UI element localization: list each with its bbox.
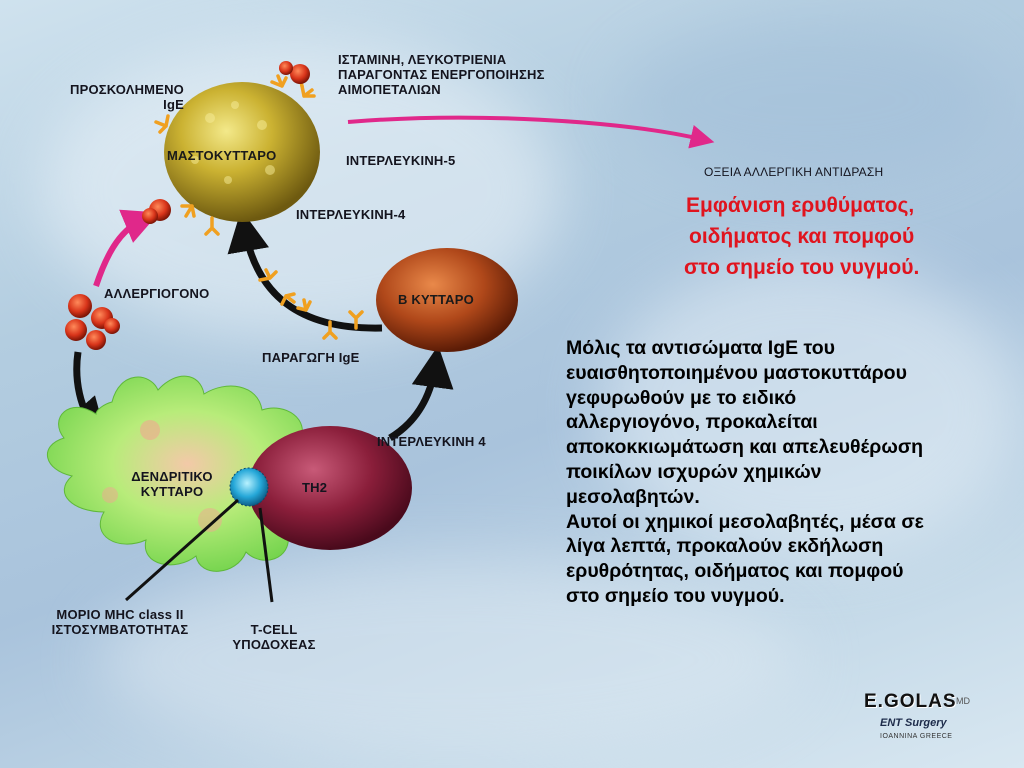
ige-antibody-icons xyxy=(258,268,364,340)
dendritic-cell-label: ΔΕΝΔΡΙΤΙΚΟ ΚΥΤΤΑΡΟ xyxy=(124,469,220,499)
result-line-2: οιδήματος και πομφού xyxy=(689,225,915,248)
arrow-to-reaction xyxy=(347,115,715,149)
ige-production-label: ΠΑΡΑΓΩΓΗ IgE xyxy=(262,350,360,365)
description-line: μεσολαβητών. xyxy=(566,485,700,508)
allergen-cluster-free xyxy=(65,294,120,350)
mediators-label-line2: ΠΑΡΑΓΟΝΤΑΣ ΕΝΕΡΓΟΠΟΙΗΣΗΣ xyxy=(338,67,545,82)
description-line: ευαισθητοποιημένου μαστοκυττάρου xyxy=(566,361,907,384)
attached-ige-label: ΠΡΟΣΚΟΛΗΜΕΝΟ IgE xyxy=(34,82,184,112)
attached-ige-label-line1: ΠΡΟΣΚΟΛΗΜΕΝΟ xyxy=(70,82,184,97)
allergen-cluster-mast-side xyxy=(142,199,171,224)
dendritic-spot xyxy=(102,487,118,503)
logo-location: IOANNINA GREECE xyxy=(880,733,953,740)
arrow-allergen-to-mast xyxy=(93,209,160,287)
tcell-label-line2: ΥΠΟΔΟΧΕΑΣ xyxy=(232,637,316,652)
background-haze xyxy=(620,20,1000,180)
mediators-label-line1: ΙΣΤΑΜΙΝΗ, ΛΕΥΚΟΤΡΙΕΝΙΑ xyxy=(338,52,507,67)
description-line: αλλεργιογόνο, προκαλείται xyxy=(566,411,818,434)
description-line: Μόλις τα αντισώματα IgE του xyxy=(566,337,835,359)
acute-reaction-label: ΟΞΕΙΑ ΑΛΛΕΡΓΙΚΗ ΑΝΤΙΔΡΑΣΗ xyxy=(704,165,884,179)
description-line: αποκοκκιωμάτωση και απελευθέρωση xyxy=(566,436,924,459)
background-haze xyxy=(600,260,1020,560)
description-line: Αυτοί οι χημικοί μεσολαβητές, μέσα σε xyxy=(566,510,924,533)
dendritic-label-line2: ΚΥΤΤΑΡΟ xyxy=(140,484,204,499)
arrow-th2-to-bcell xyxy=(388,345,454,442)
interleukin-4-upper-label: ΙΝΤΕΡΛΕΥΚΙΝΗ-4 xyxy=(296,207,406,222)
mediators-label: ΙΣΤΑΜΙΝΗ, ΛΕΥΚΟΤΡΙΕΝΙΑ ΠΑΡΑΓΟΝΤΑΣ ΕΝΕΡΓΟ… xyxy=(338,52,545,97)
mhc-molecule xyxy=(229,467,269,507)
mhc-label: ΜΟΡΙΟ MHC class II ΙΣΤΟΣΥΜΒΑΤΟΤΗΤΑΣ xyxy=(30,607,210,637)
description-text: Μόλις τα αντισώματα IgE του ευαισθητοποι… xyxy=(566,336,996,609)
logo-degree: MD xyxy=(956,696,970,706)
logo-name: E.GOLAS xyxy=(864,691,957,712)
allergen-label: ΑΛΛΕΡΓΙΟΓΟΝΟ xyxy=(104,286,210,301)
tcell-receptor-label: T-CELL ΥΠΟΔΟΧΕΑΣ xyxy=(214,622,334,652)
mast-cell-label: ΜΑΣΤΟΚΥΤΤΑΡΟ xyxy=(167,148,277,163)
description-line: γεφυρωθούν με το ειδικό xyxy=(566,386,797,409)
result-line-1: Εμφάνιση ερυθύματος, xyxy=(686,194,915,217)
mhc-label-line2: ΙΣΤΟΣΥΜΒΑΤΟΤΗΤΑΣ xyxy=(51,622,189,637)
mhc-label-line1: ΜΟΡΙΟ MHC class II xyxy=(56,607,184,622)
b-cell-label: Β ΚΥΤΤΑΡΟ xyxy=(398,292,474,307)
arrow-bcell-to-mast xyxy=(227,209,383,332)
interleukin-5-label: ΙΝΤΕΡΛΕΥΚΙΝΗ-5 xyxy=(346,153,456,168)
background-haze xyxy=(100,560,800,760)
result-line-3: στο σημείο του νυγμού. xyxy=(684,256,920,279)
mast-cell xyxy=(164,82,320,222)
dendritic-spot xyxy=(198,508,222,532)
dendritic-cell xyxy=(46,375,329,572)
author-logo: E.GOLAS MD ENT Surgery IOANNINA GREECE xyxy=(852,688,988,758)
interleukin-4-lower-label: ΙΝΤΕΡΛΕΥΚΙΝΗ 4 xyxy=(377,434,486,449)
allergen-cluster-mast-top xyxy=(279,61,310,84)
th2-cell xyxy=(248,426,412,550)
description-line: λίγα λεπτά, προκαλούν εκδήλωση xyxy=(566,535,884,558)
description-line: ερυθρότητας, οιδήματος και πομφού xyxy=(566,560,904,583)
th2-label: TH2 xyxy=(302,480,328,495)
attached-ige-label-line2: IgE xyxy=(163,97,184,112)
logo-specialty: ENT Surgery xyxy=(880,717,947,729)
description-line: ποικίλων ισχυρών χημικών xyxy=(566,460,822,483)
pointer-tcell xyxy=(258,507,274,603)
pointer-mhc xyxy=(125,498,239,602)
dendritic-spot xyxy=(140,420,160,440)
tcell-label-line1: T-CELL xyxy=(250,622,298,637)
mast-granules xyxy=(191,101,275,184)
mediators-label-line3: ΑΙΜΟΠΕΤΑΛΙΩΝ xyxy=(338,82,441,97)
b-cell xyxy=(376,248,518,352)
description-line: στο σημείο του νυγμού. xyxy=(566,584,785,607)
dendritic-label-line1: ΔΕΝΔΡΙΤΙΚΟ xyxy=(131,469,213,484)
